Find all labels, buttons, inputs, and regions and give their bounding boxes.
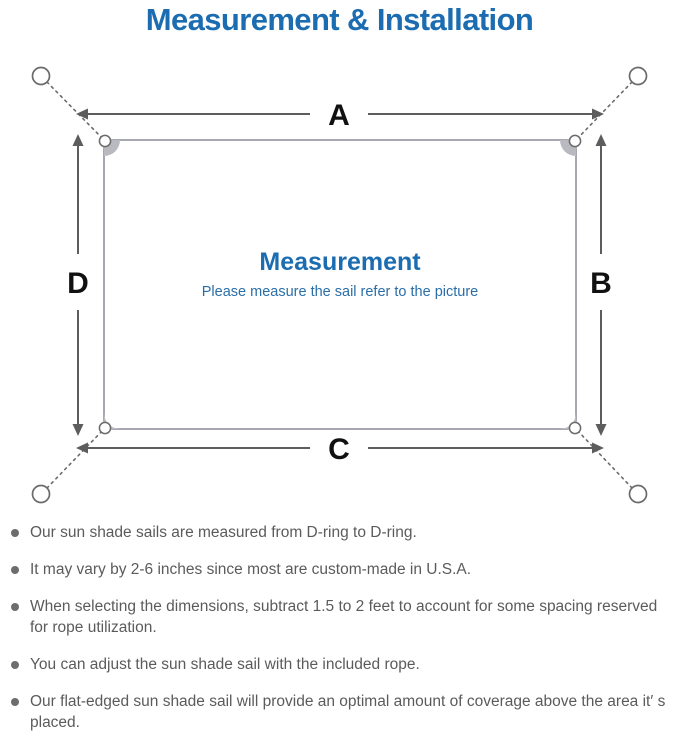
d-ring-icon-top-left <box>98 134 112 148</box>
note-text: You can adjust the sun shade sail with t… <box>30 656 420 673</box>
measurement-diagram: A C D B Measurement Please measure the s… <box>0 48 679 513</box>
page-title: Measurement & Installation <box>145 2 534 37</box>
bullet-icon <box>11 698 19 706</box>
anchor-circle-icon-bottom-right <box>628 484 648 504</box>
dimension-arrow-a: A <box>76 99 604 132</box>
rope-lines <box>46 81 633 489</box>
anchor-circle-icon-bottom-left <box>31 484 51 504</box>
dimension-label-b: B <box>590 267 612 300</box>
bullet-icon <box>11 566 19 574</box>
rope-line-bottom-left <box>46 428 105 489</box>
bullet-icon <box>11 603 19 611</box>
note-text: When selecting the dimensions, subtract … <box>30 598 658 636</box>
note-text: Our sun shade sails are measured from D-… <box>30 524 417 541</box>
note-text: It may vary by 2-6 inches since most are… <box>30 561 472 578</box>
anchor-circle-icon-top-left <box>31 66 51 86</box>
d-ring-icon-bottom-left <box>98 421 112 435</box>
dimension-label-a: A <box>328 99 350 132</box>
list-item: When selecting the dimensions, subtract … <box>0 596 679 638</box>
rope-line-bottom-right <box>575 428 633 489</box>
bullet-icon <box>11 529 19 537</box>
notes-list: Our sun shade sails are measured from D-… <box>0 522 679 749</box>
anchor-circle-icon-top-right <box>628 66 648 86</box>
diagram-canvas: A C D B Measurement Please measure the s… <box>31 66 648 504</box>
list-item: It may vary by 2-6 inches since most are… <box>0 559 679 580</box>
d-rings <box>98 134 582 435</box>
dimension-arrow-c: C <box>76 433 604 466</box>
sail-subtitle-label: Please measure the sail refer to the pic… <box>202 284 478 300</box>
sail-body <box>103 139 577 430</box>
rope-line-top-right <box>575 81 633 141</box>
rope-line-top-left <box>46 81 105 141</box>
dimension-label-d: D <box>67 267 89 300</box>
d-ring-icon-bottom-right <box>568 421 582 435</box>
bullet-icon <box>11 661 19 669</box>
dimension-arrow-d: D <box>67 134 89 436</box>
d-ring-icon-top-right <box>568 134 582 148</box>
list-item: You can adjust the sun shade sail with t… <box>0 654 679 675</box>
list-item: Our flat-edged sun shade sail will provi… <box>0 691 679 733</box>
list-item: Our sun shade sails are measured from D-… <box>0 522 679 543</box>
anchor-points <box>31 66 648 504</box>
dimension-label-c: C <box>328 433 350 466</box>
dimension-arrow-b: B <box>590 134 612 436</box>
note-text: Our flat-edged sun shade sail will provi… <box>30 693 666 731</box>
sail-title-label: Measurement <box>259 248 421 276</box>
